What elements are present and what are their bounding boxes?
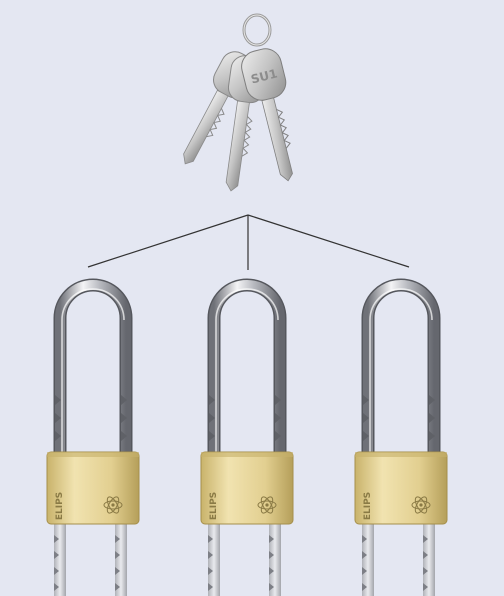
brand-label: ELIPS [55,492,65,520]
body-top-edge [355,452,447,457]
body-top-edge [201,452,293,457]
shackle [60,285,126,455]
connector-lines [88,215,409,270]
padlock: ELIPS [355,285,447,596]
brand-label: ELIPS [363,492,373,520]
key-icon: SU1 [171,15,309,194]
shackle-outline [60,285,126,455]
padlocks-group: ELIPS ELIPS ELIPS [47,285,447,596]
shackle-highlight [216,289,278,455]
body-top-edge [47,452,139,457]
padlock: ELIPS [201,285,293,596]
shackle-outline [368,285,434,455]
shackle [214,285,280,455]
shackle-highlight [370,289,432,455]
brand-label: ELIPS [209,492,219,520]
padlock: ELIPS [47,285,139,596]
shackle-outline [214,285,280,455]
shackle [368,285,434,455]
shackle-highlight [62,289,124,455]
